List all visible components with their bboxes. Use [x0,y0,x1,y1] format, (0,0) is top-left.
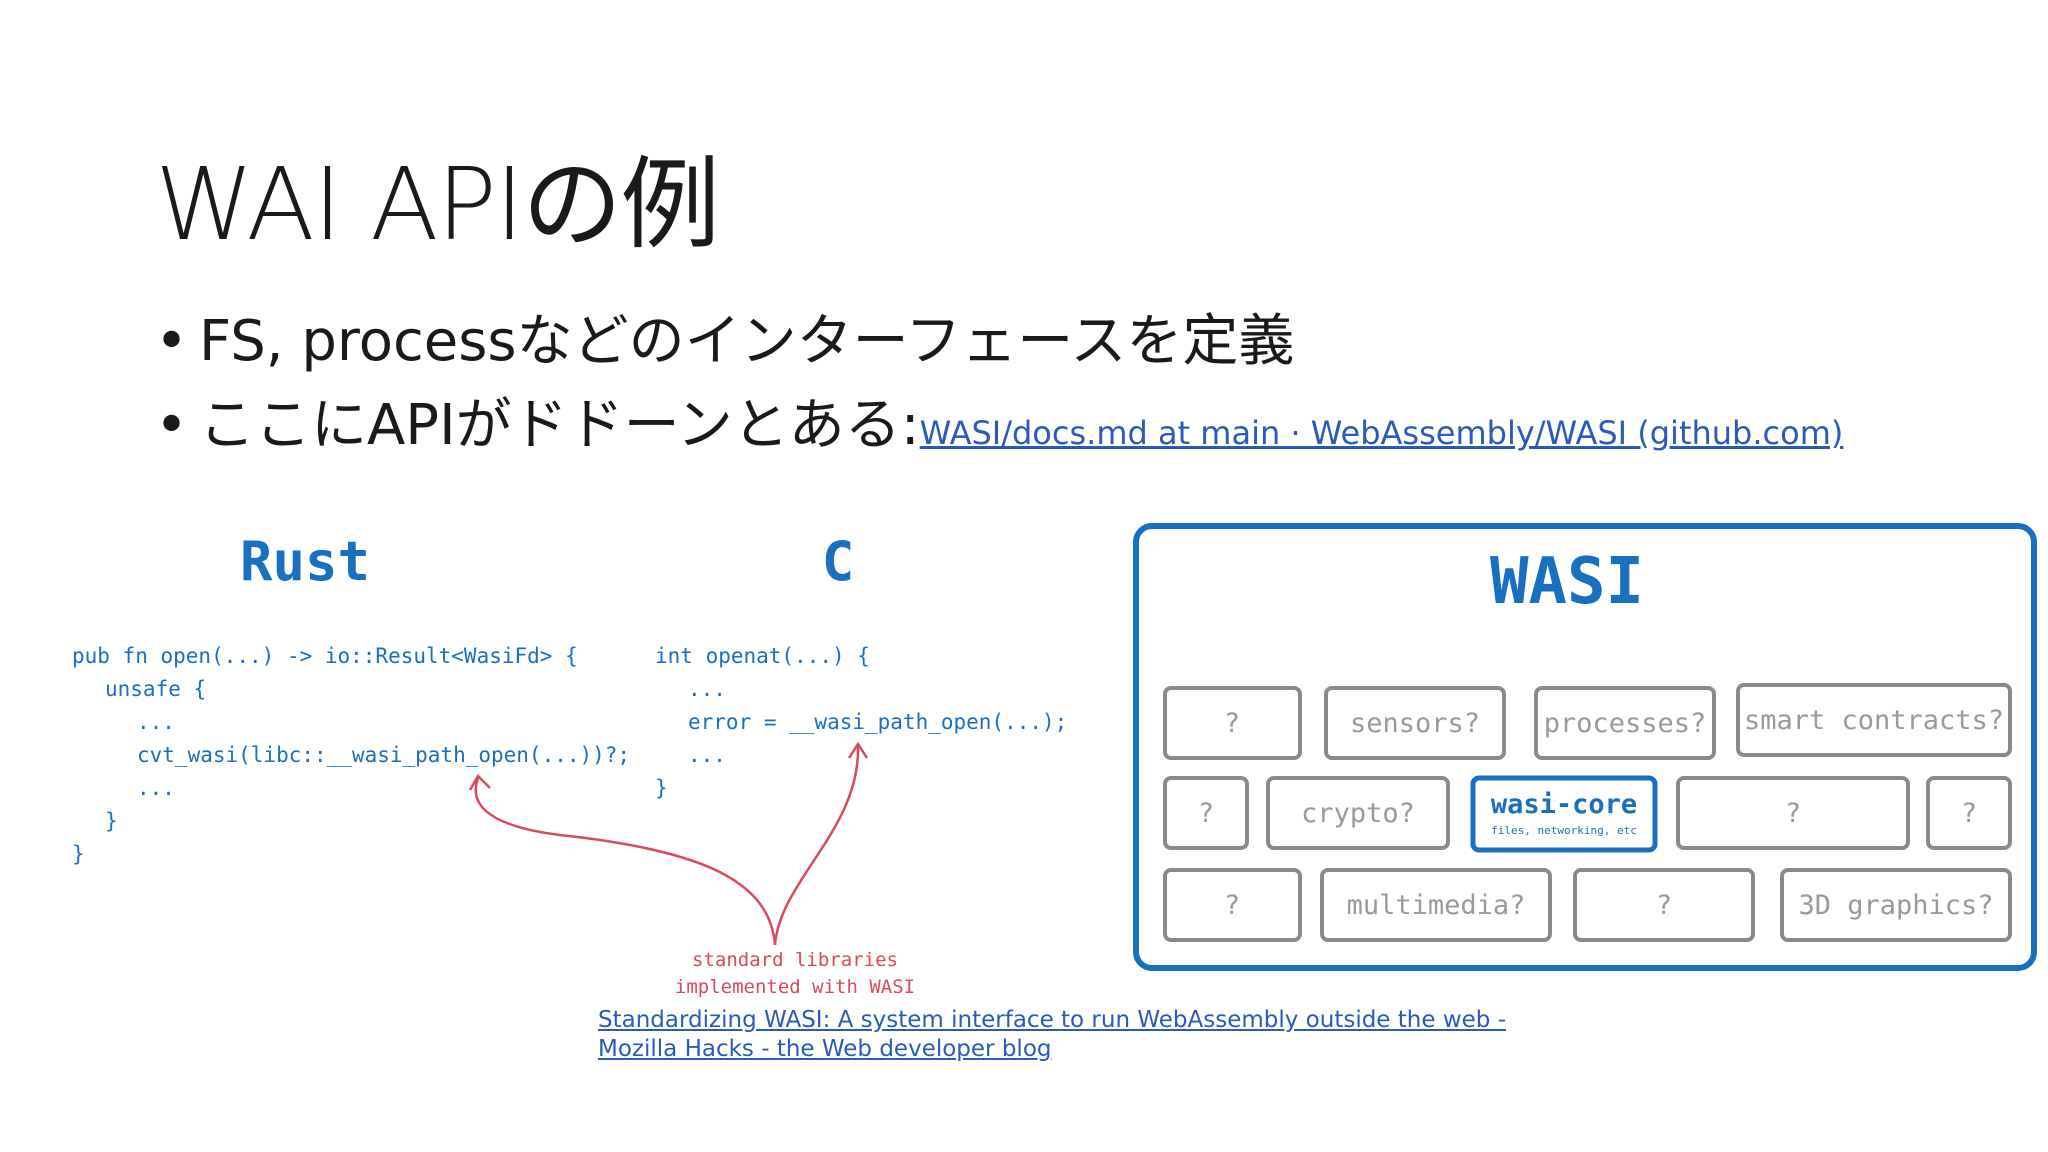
code-line: error = __wasi_path_open(...); [688,710,1067,734]
module-box [1163,776,1249,850]
code-line: } [72,842,85,866]
bullet-text: ここにAPIがドドーンとある: [199,393,920,458]
code-line: ... [688,677,726,701]
code-line: cvt_wasi(libc::__wasi_path_open(...))?; [137,743,630,767]
module-box [1736,683,2012,757]
rust-heading: Rust [240,530,370,593]
arrowhead [468,773,491,791]
module-label: sensors? [1350,708,1480,739]
wasi-core-sublabel: files, networking, etc [1491,824,1637,837]
module-label: ? [1656,890,1672,921]
bullet-dot: • [155,309,189,374]
code-line: ... [688,743,726,767]
annotation-line: implemented with WASI [675,976,915,998]
bullet-item-2: •ここにAPIがドドーンとある:WASI/docs.md at main · W… [155,384,1843,475]
module-label: ? [1224,708,1240,739]
wasi-core-box [1470,775,1658,853]
rust-code-block: pub fn open(...) -> io::Result<WasiFd> {… [72,644,630,866]
module-box [1163,686,1302,760]
bullet-item-1: •FS, processなどのインターフェースを定義 [155,300,1843,384]
source-caption-link[interactable]: Standardizing WASI: A system interface t… [598,1007,1506,1062]
wasi-container [1133,523,2037,971]
annotation-arrows [468,741,869,946]
module-label: 3D graphics? [1798,890,1993,921]
module-box [1676,776,1910,850]
arrowhead [847,741,869,759]
module-box [1573,868,1755,942]
module-box [1780,868,2012,942]
module-boxes [1163,683,2012,942]
wasi-docs-link[interactable]: WASI/docs.md at main · WebAssembly/WASI … [919,414,1844,452]
bullet-dot: • [155,393,189,458]
module-box [1320,868,1552,942]
arrow-to-c [773,745,860,946]
c-heading: C [822,530,855,593]
code-line: } [655,776,668,800]
module-label: ? [1961,798,1977,829]
module-box [1534,686,1716,760]
slide-title: WAI APIの例 [155,146,720,263]
module-label: processes? [1544,708,1707,739]
code-line: pub fn open(...) -> io::Result<WasiFd> { [72,644,578,668]
annotation-line: standard libraries [692,949,898,971]
code-line: int openat(...) { [655,644,870,668]
wasi-core-label: wasi-core [1491,789,1637,820]
bullet-text: FS, processなどのインターフェースを定義 [199,309,1295,374]
module-label: ? [1198,798,1214,829]
module-box [1324,686,1506,760]
wasi-title: WASI [1490,545,1644,619]
module-box [1266,776,1450,850]
module-label: ? [1224,890,1240,921]
module-box [1163,868,1302,942]
code-line: unsafe { [105,677,206,701]
module-box [1926,776,2012,850]
code-line: ... [137,776,175,800]
code-line: ... [137,710,175,734]
module-label: smart contracts? [1744,705,2004,736]
code-line: } [105,809,118,833]
annotation-text: standard libraries implemented with WASI [675,949,915,998]
module-label: crypto? [1301,798,1415,829]
module-labels: ? sensors? processes? smart contracts? ?… [1198,705,2004,921]
c-code-block: int openat(...) { ... error = __wasi_pat… [655,644,1067,800]
arrow-to-rust [474,777,777,946]
module-label: ? [1785,798,1801,829]
module-label: multimedia? [1347,890,1526,921]
bullet-list: •FS, processなどのインターフェースを定義 •ここにAPIがドドーンと… [155,300,1843,475]
